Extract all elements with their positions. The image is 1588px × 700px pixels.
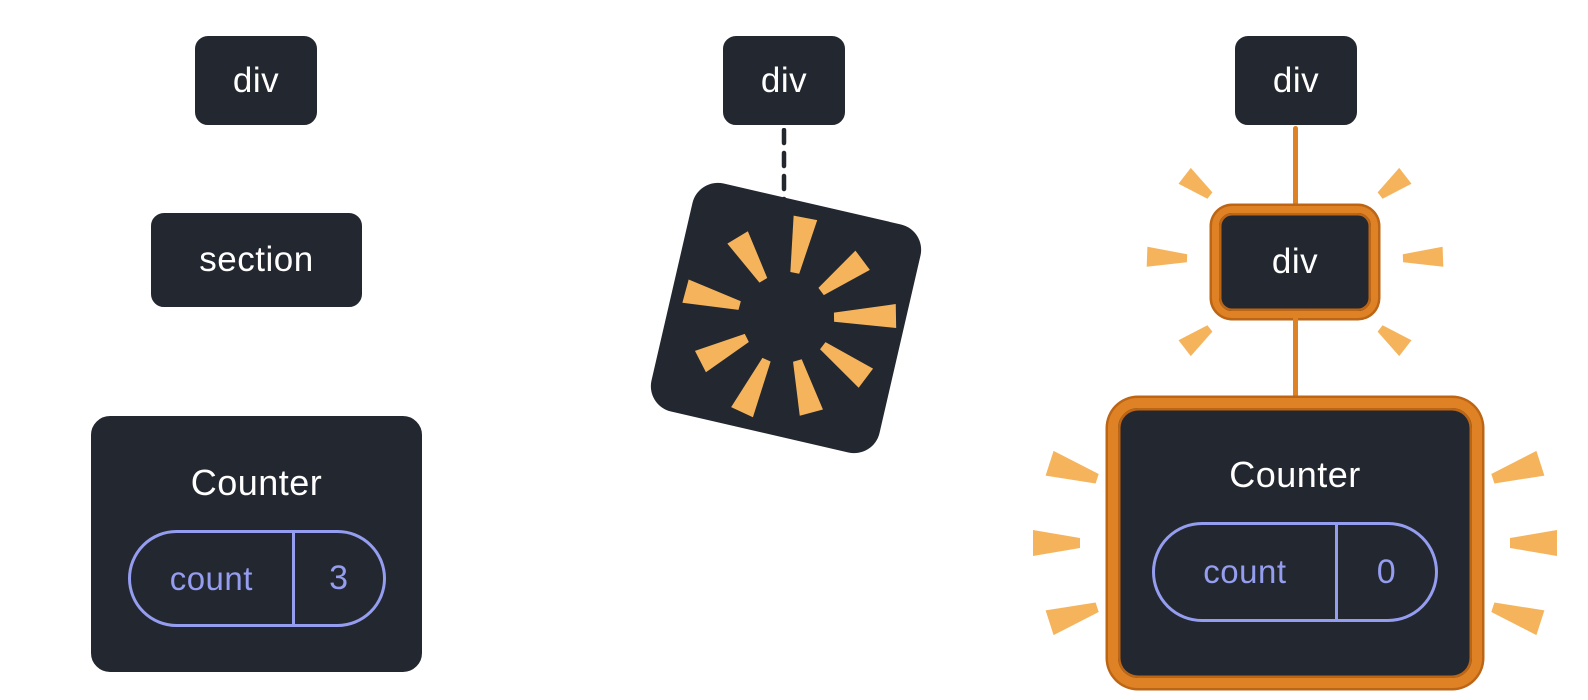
component-title: Counter <box>1229 454 1361 495</box>
poof-burst-icon <box>682 215 897 418</box>
node-label: div <box>232 60 280 100</box>
connector-child-component-after <box>1293 314 1298 402</box>
node-div-root-transition: div <box>720 33 848 128</box>
connector-root-child-after <box>1293 126 1298 210</box>
state-key: count <box>131 533 296 624</box>
poof-destroyed-node-icon <box>645 177 927 459</box>
state-key: count <box>1155 525 1338 619</box>
connector-stub-before <box>251 672 256 700</box>
state-value: 0 <box>1376 552 1397 591</box>
component-counter-before: Counter count 3 <box>88 413 425 675</box>
state-value: 3 <box>329 559 349 597</box>
state-pill: count 3 <box>127 530 386 627</box>
node-label: section <box>199 240 314 279</box>
arrow-right-icon <box>969 229 1043 283</box>
component-counter-after: Counter count 0 <box>1108 398 1482 688</box>
component-title: Counter <box>190 462 323 503</box>
node-label: div <box>1272 60 1320 100</box>
node-section: section <box>148 210 365 310</box>
arrow-right-icon <box>463 229 537 283</box>
connector-root-child-before <box>251 126 256 212</box>
node-label: div <box>1271 242 1319 281</box>
node-div-root-after: div <box>1232 33 1360 128</box>
state-pill: count 0 <box>1152 522 1438 622</box>
node-label: div <box>760 60 808 100</box>
node-div-root-before: div <box>192 33 320 128</box>
node-div-new: div <box>1212 206 1378 318</box>
connector-child-component-before <box>251 308 256 415</box>
